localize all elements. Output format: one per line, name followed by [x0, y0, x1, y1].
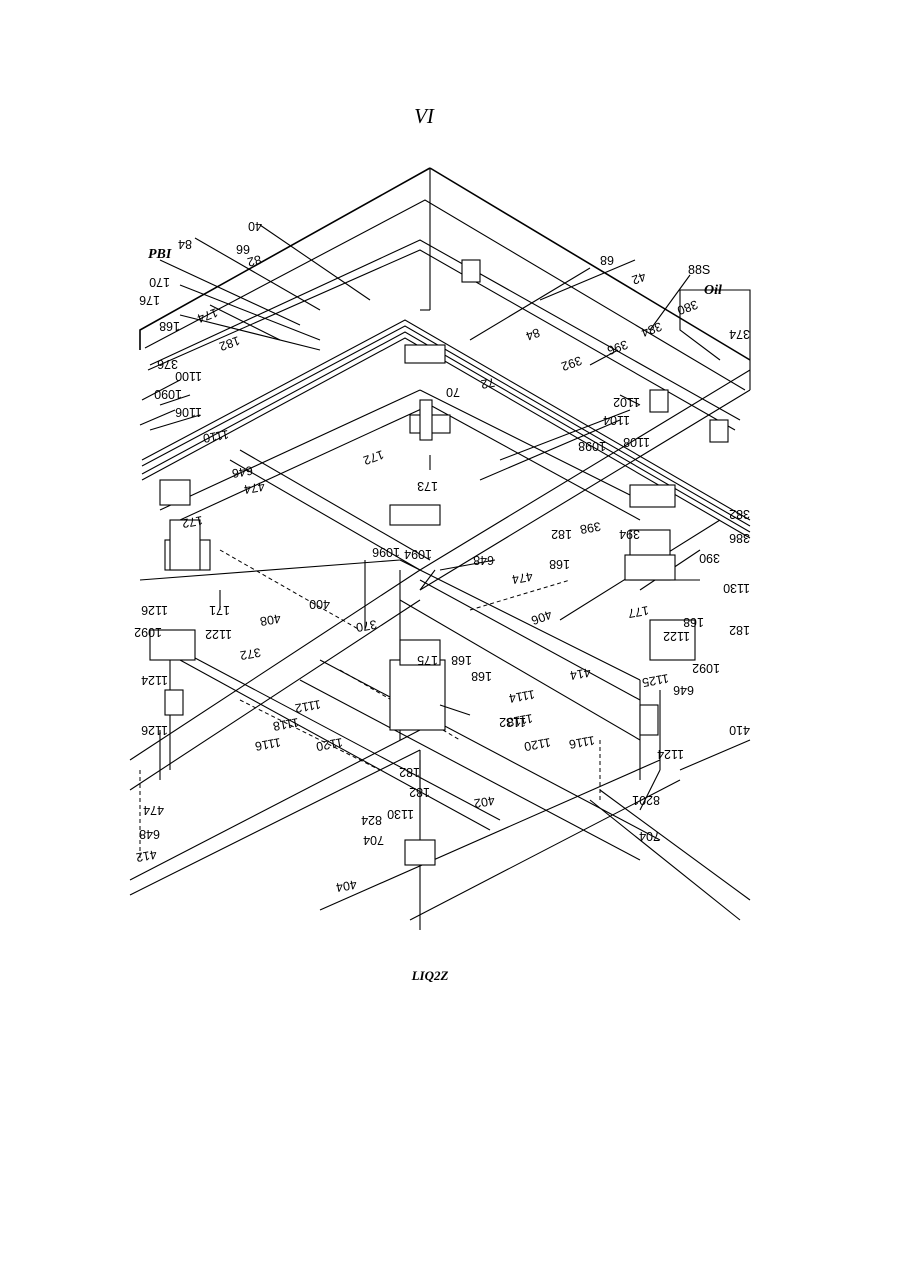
label-412: 412: [135, 847, 158, 864]
label-176: 176: [139, 293, 160, 307]
label-1124-b: 1124: [657, 747, 684, 761]
label-1126-b: 1126: [141, 723, 168, 737]
label-1116: 1116: [254, 735, 282, 753]
label-392: 392: [559, 353, 583, 373]
structural-drawing: 40 84 66 82 PBI 170 176 174 168 182 376 …: [120, 160, 760, 940]
label-84: 84: [178, 237, 192, 251]
label-173: 173: [417, 479, 438, 493]
label-oil: Oil: [704, 283, 722, 298]
label-390: 390: [699, 551, 720, 565]
label-376: 376: [157, 357, 178, 371]
label-88s: 88S: [688, 263, 710, 277]
label-66: 66: [236, 242, 250, 256]
label-1098: 1098: [578, 439, 606, 453]
label-414: 414: [569, 665, 592, 682]
label-404: 404: [335, 877, 358, 894]
label-382: 382: [729, 507, 750, 521]
label-1130: 1130: [723, 581, 750, 595]
label-168-d: 168: [451, 653, 472, 667]
label-704-b: 704: [639, 829, 660, 843]
label-394: 394: [619, 527, 640, 541]
label-1122: 1122: [205, 627, 232, 641]
label-1106: 1106: [175, 405, 202, 419]
label-1125: 1125: [641, 671, 670, 689]
label-824: 824: [361, 813, 382, 827]
label-372: 372: [239, 645, 262, 662]
label-1104: 1104: [603, 413, 630, 427]
label-398: 398: [579, 519, 602, 536]
label-170: 170: [149, 275, 170, 289]
label-384: 384: [639, 319, 663, 339]
label-648-b: 648: [139, 827, 160, 841]
label-174: 174: [195, 305, 219, 325]
label-474-b: 474: [511, 569, 534, 586]
label-1092-b: 1092: [692, 661, 720, 675]
label-168-b: 168: [549, 557, 570, 571]
label-474: 474: [243, 479, 266, 496]
label-1112: 1112: [294, 697, 322, 715]
label-182-d: 182: [399, 765, 420, 779]
label-175: 175: [417, 653, 438, 667]
label-374: 374: [729, 327, 750, 341]
label-646: 646: [231, 463, 254, 480]
label-172: 172: [361, 447, 385, 467]
label-402: 402: [473, 793, 496, 810]
page-heading: VI: [404, 104, 444, 129]
label-474-c: 474: [143, 803, 164, 817]
label-182-b: 182: [551, 527, 572, 541]
label-1132: 1132: [499, 715, 526, 729]
label-370: 370: [355, 617, 378, 634]
label-646-b: 646: [673, 683, 694, 697]
label-182-e: 182: [409, 785, 430, 799]
label-1102: 1102: [613, 395, 640, 409]
label-84-b: 84: [524, 325, 542, 343]
label-72: 72: [480, 375, 496, 391]
label-1126: 1126: [141, 603, 168, 617]
label-1092: 1092: [134, 625, 162, 639]
label-1096: 1096: [372, 545, 400, 559]
label-1122-b: 1122: [663, 629, 690, 643]
label-406: 406: [529, 607, 553, 627]
label-1108: 1108: [623, 435, 650, 449]
label-1110: 1110: [202, 427, 230, 445]
label-1120-b: 1120: [523, 735, 552, 753]
label-1090: 1090: [154, 387, 182, 401]
label-1100: 1100: [175, 369, 202, 383]
label-1094: 1094: [404, 547, 432, 561]
label-168-e: 168: [471, 669, 492, 683]
label-8201: 8201: [632, 793, 660, 807]
label-182: 182: [217, 333, 241, 353]
label-172-b: 172: [181, 513, 204, 530]
label-1116-b: 1116: [568, 733, 596, 751]
label-1114: 1114: [508, 687, 536, 705]
label-400: 400: [309, 597, 330, 611]
label-704: 704: [363, 833, 384, 847]
label-380: 380: [675, 297, 699, 317]
label-1120: 1120: [315, 735, 344, 753]
label-pbi: PBI: [148, 247, 172, 262]
label-40: 40: [248, 219, 262, 233]
label-171: 171: [209, 603, 230, 617]
label-1124: 1124: [141, 673, 168, 687]
label-168-c: 168: [683, 615, 704, 629]
patent-figure: 40 84 66 82 PBI 170 176 174 168 182 376 …: [120, 160, 760, 940]
label-42: 42: [630, 269, 648, 287]
figure-caption: LIQ2Z: [400, 968, 460, 984]
label-386: 386: [729, 531, 750, 545]
label-1118: 1118: [272, 715, 300, 733]
label-648: 648: [473, 553, 494, 567]
brackets: [150, 260, 728, 865]
label-68: 68: [600, 253, 614, 267]
label-70: 70: [446, 385, 460, 399]
label-408: 408: [259, 611, 282, 628]
label-177: 177: [627, 603, 650, 620]
label-168: 168: [159, 319, 180, 333]
label-182-c: 182: [729, 623, 750, 637]
label-1130-b: 1130: [387, 807, 414, 821]
label-410: 410: [729, 723, 750, 737]
